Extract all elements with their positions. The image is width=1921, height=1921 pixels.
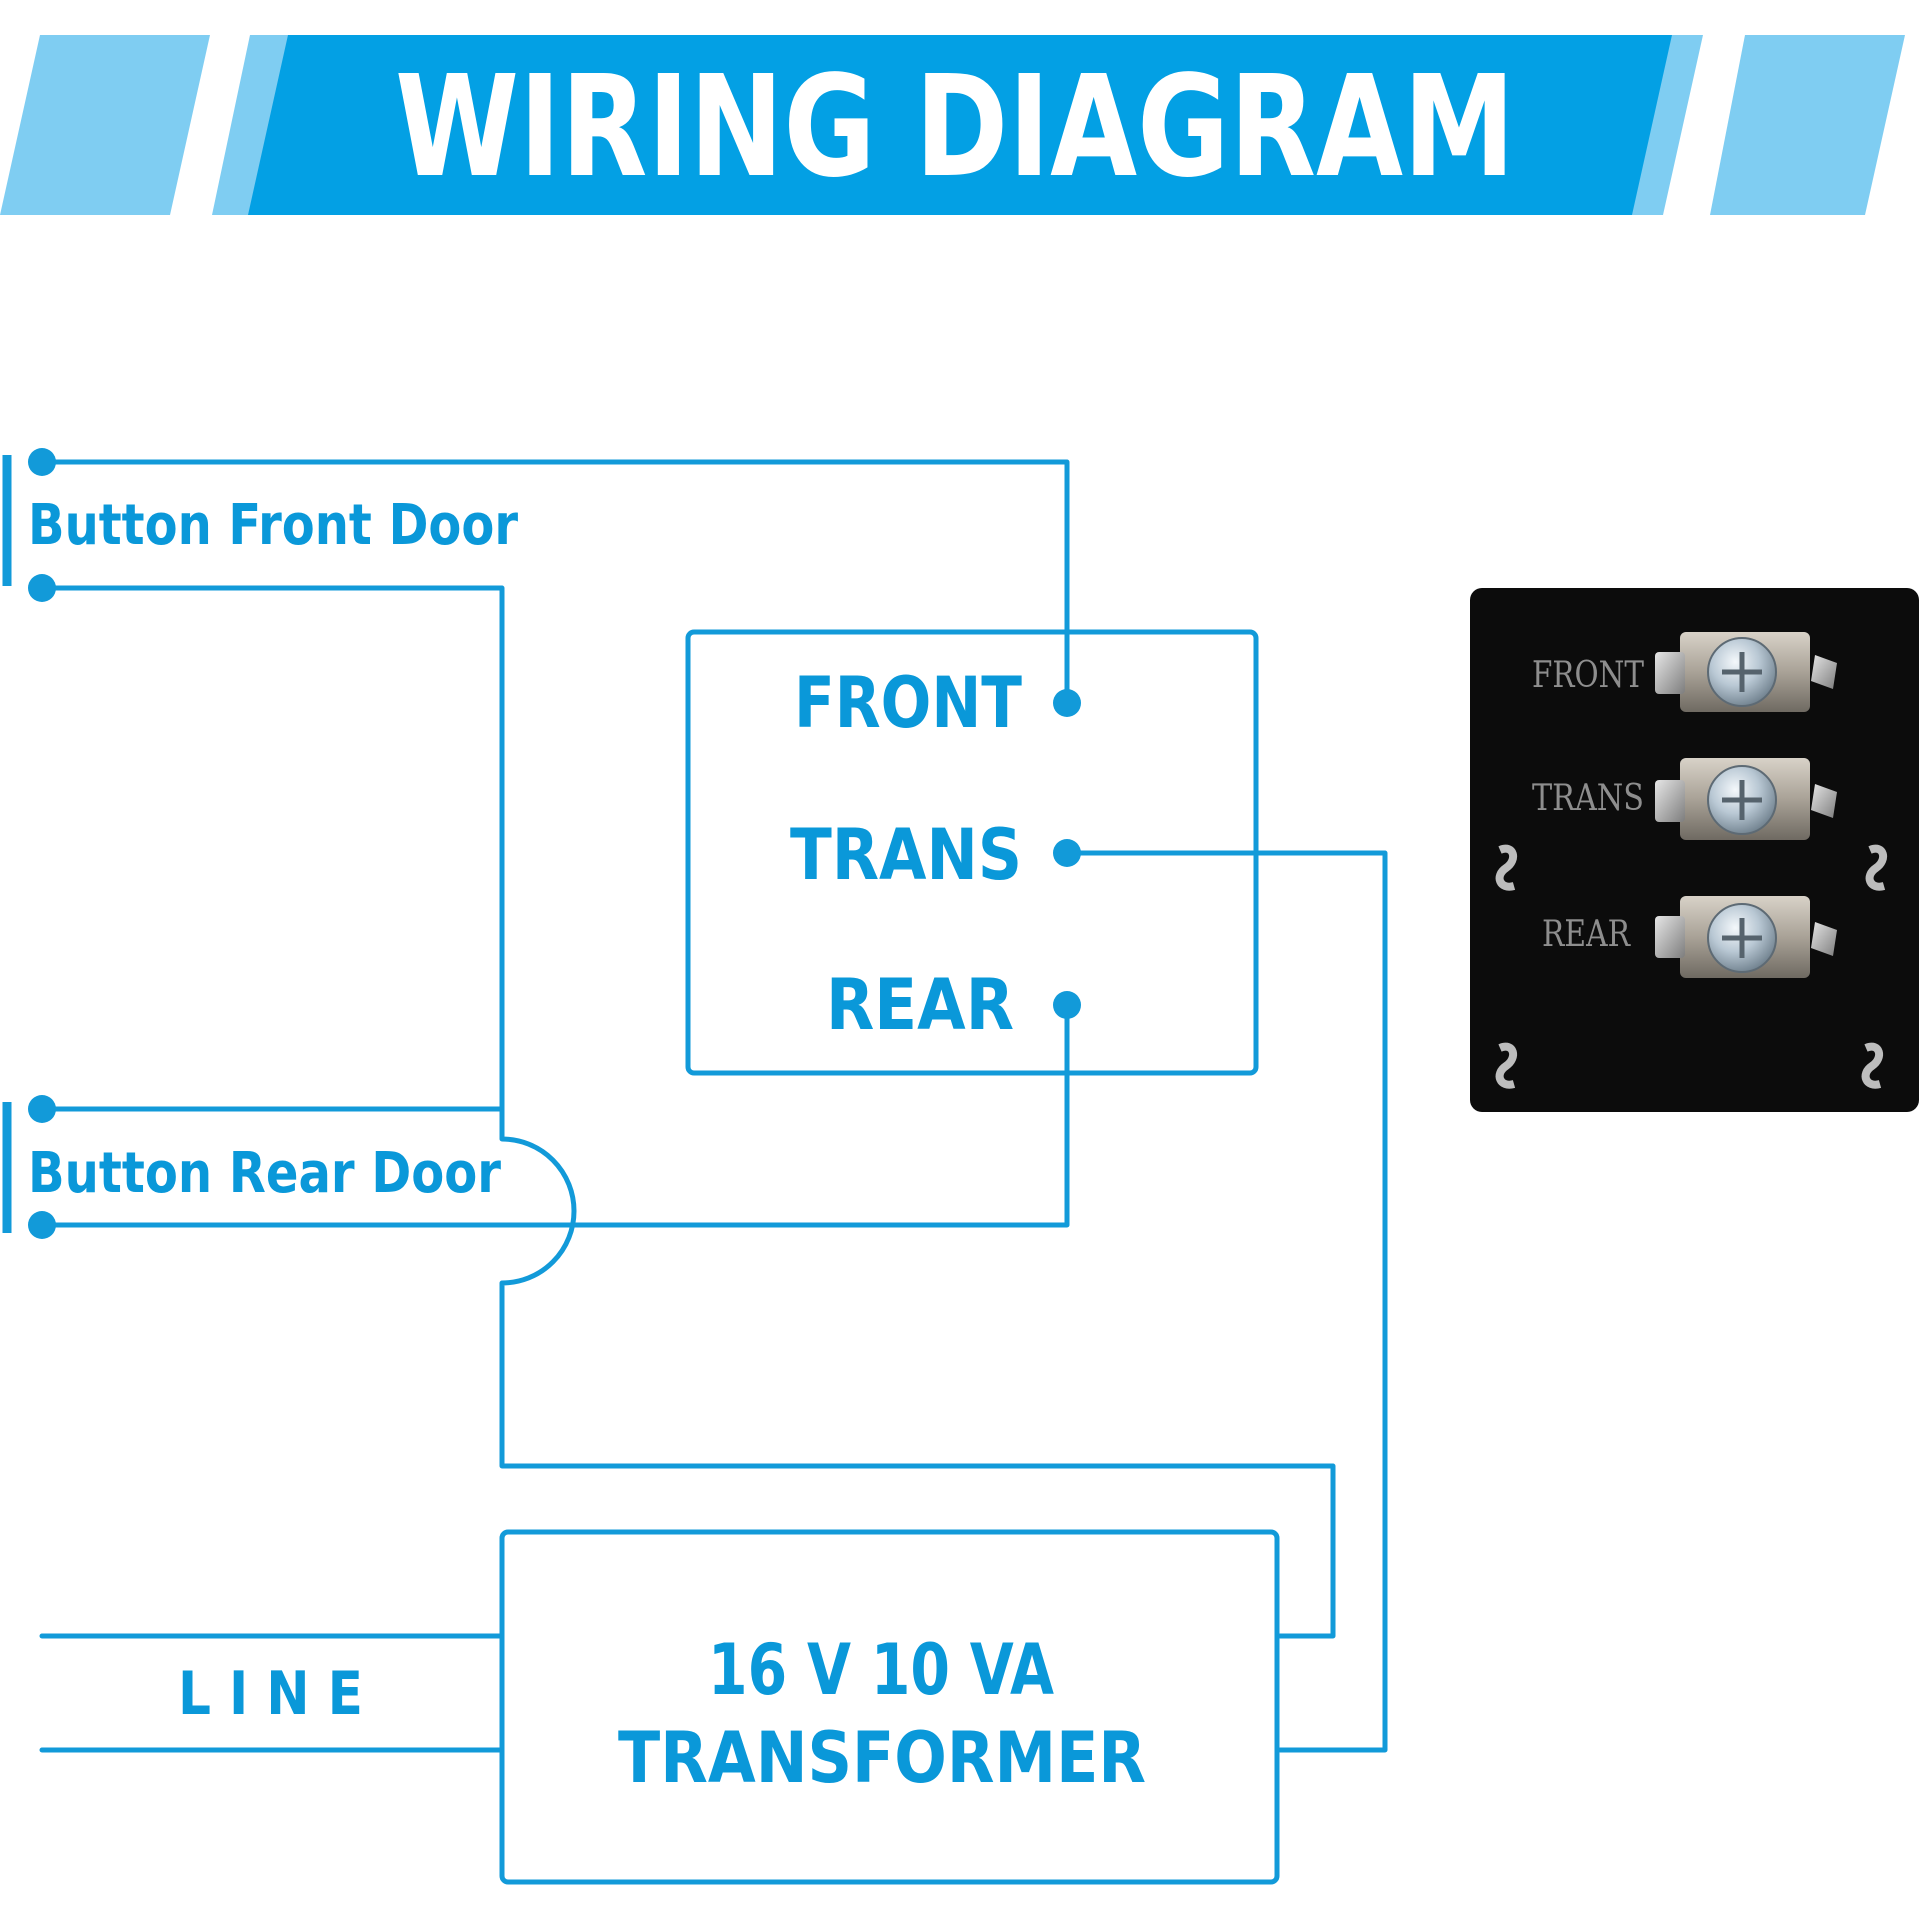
transformer-box-outline bbox=[499, 1529, 1280, 1885]
wire-front-button-to-front-terminal bbox=[39, 459, 1070, 706]
banner-stripe-right-inner bbox=[1632, 35, 1703, 215]
screw-slot-icon bbox=[1722, 652, 1762, 692]
terminal-side-tab bbox=[1655, 916, 1685, 958]
banner-stripe-left-inner bbox=[212, 35, 290, 215]
terminal-trans-label: TRANS bbox=[790, 814, 1022, 896]
spring-clip-icon bbox=[1495, 844, 1518, 891]
photo-terminal-rear bbox=[1655, 896, 1837, 978]
wire-lug-icon bbox=[1811, 922, 1837, 956]
spring-clip-icon bbox=[1495, 1042, 1518, 1089]
terminal-side-tab bbox=[1655, 780, 1685, 822]
photo-terminal-trans bbox=[1655, 758, 1837, 840]
wire-front-button-common-to-transformer bbox=[39, 585, 1336, 1639]
wire-rear-terminal-to-rear-button bbox=[39, 1002, 1070, 1228]
line-label: L I N E bbox=[178, 1659, 363, 1729]
terminal-rear-label: REAR bbox=[826, 964, 1014, 1046]
terminal-front-label: FRONT bbox=[794, 662, 1022, 744]
spring-clip-icon bbox=[1865, 844, 1888, 891]
banner-main bbox=[248, 35, 1675, 215]
front-door-button-label: Button Front Door bbox=[28, 493, 518, 558]
rear-door-button-label: Button Rear Door bbox=[28, 1141, 501, 1206]
wire-trans-terminal-to-transformer bbox=[1064, 850, 1388, 1753]
photo-trans-label: TRANS bbox=[1532, 778, 1644, 819]
banner-stripe-right bbox=[1710, 35, 1905, 215]
transformer-name: TRANSFORMER bbox=[618, 1717, 1146, 1799]
wire-lug-icon bbox=[1811, 655, 1837, 689]
chime-photo: FRONT TRANS REAR bbox=[1470, 588, 1919, 1112]
photo-front-label: FRONT bbox=[1532, 655, 1644, 696]
spring-clip-icon bbox=[1861, 1042, 1884, 1089]
screw-slot-icon bbox=[1722, 918, 1762, 958]
transformer-box: 16 V 10 VA TRANSFORMER bbox=[499, 1529, 1280, 1885]
chime-photo-background bbox=[1470, 588, 1919, 1112]
header-banner: WIRING DIAGRAM bbox=[0, 35, 1905, 215]
banner-stripe-left bbox=[0, 35, 210, 215]
photo-terminal-front bbox=[1655, 632, 1837, 712]
terminal-side-tab bbox=[1655, 652, 1685, 694]
page-title: WIRING DIAGRAM bbox=[395, 46, 1515, 209]
wire-lug-icon bbox=[1811, 784, 1837, 818]
photo-rear-label: REAR bbox=[1542, 914, 1631, 955]
screw-slot-icon bbox=[1722, 780, 1762, 820]
transformer-rating: 16 V 10 VA bbox=[708, 1629, 1054, 1711]
front-door-button: Button Front Door bbox=[2, 448, 518, 602]
wires bbox=[39, 459, 1388, 1753]
rear-door-button: Button Rear Door bbox=[2, 1095, 501, 1239]
